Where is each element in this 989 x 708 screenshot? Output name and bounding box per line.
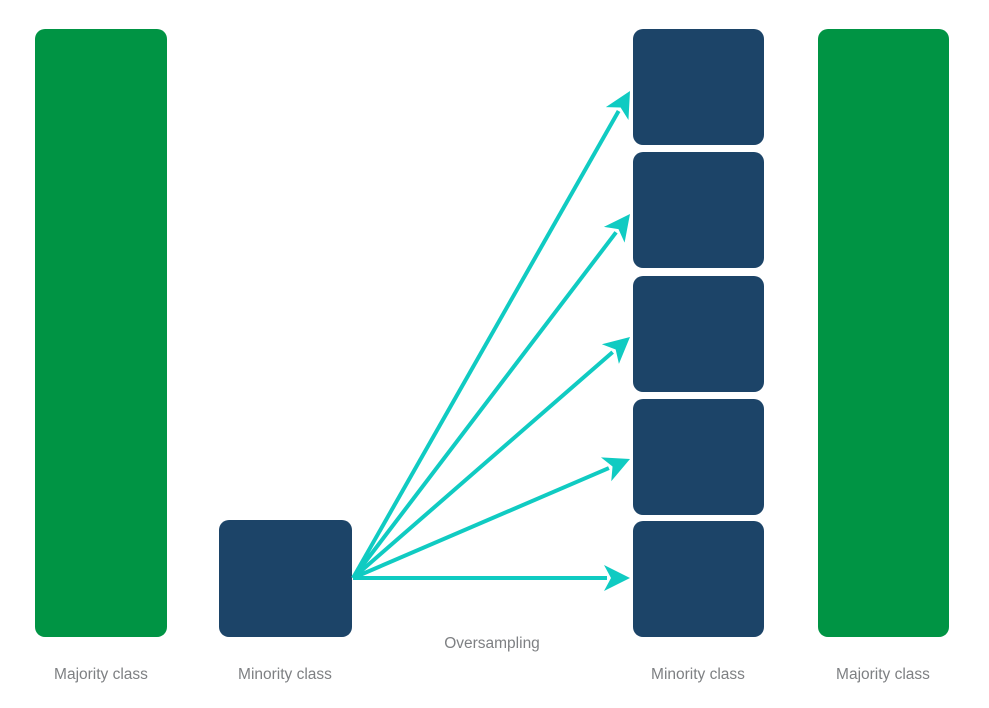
arrow-to-block-2 bbox=[351, 214, 630, 580]
right-minority-block-1 bbox=[633, 29, 764, 145]
arrow-shaft bbox=[351, 110, 621, 579]
arrow-to-block-4 bbox=[352, 457, 630, 580]
process-label: Oversampling bbox=[444, 635, 540, 652]
arrow-head bbox=[603, 214, 630, 243]
right-minority-block-5 bbox=[633, 521, 764, 637]
arrow-head bbox=[600, 457, 630, 482]
left-minority-bar bbox=[219, 520, 352, 637]
right-majority-bar bbox=[818, 29, 949, 637]
arrow-head bbox=[601, 337, 630, 364]
arrow-shaft bbox=[351, 231, 618, 580]
arrow-to-block-1 bbox=[351, 91, 630, 579]
right-minority-block-4 bbox=[633, 399, 764, 515]
arrow-shaft bbox=[351, 350, 614, 580]
left-majority-bar bbox=[35, 29, 167, 637]
arrow-shaft bbox=[352, 466, 610, 580]
label-left-majority: Majority class bbox=[54, 666, 148, 683]
arrow-head bbox=[604, 565, 630, 591]
label-left-minority: Minority class bbox=[238, 666, 332, 683]
arrow-to-block-5 bbox=[353, 565, 630, 591]
label-right-majority: Majority class bbox=[836, 666, 930, 683]
arrow-head bbox=[605, 91, 630, 121]
right-minority-block-2 bbox=[633, 152, 764, 268]
label-right-minority: Minority class bbox=[651, 666, 745, 683]
right-minority-block-3 bbox=[633, 276, 764, 392]
arrow-to-block-3 bbox=[351, 337, 630, 580]
